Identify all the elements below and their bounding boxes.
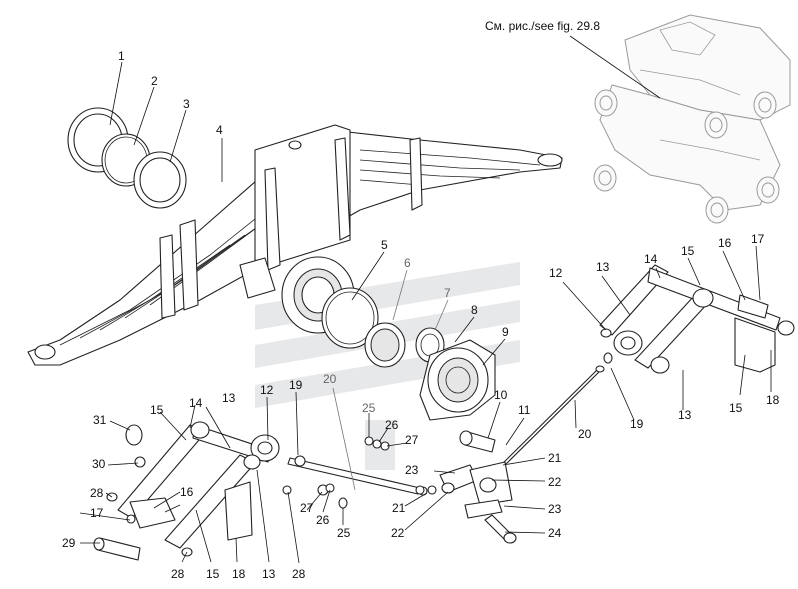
callout-12-right: 12 [549, 266, 563, 280]
callout-9: 9 [502, 325, 509, 339]
callout-24: 24 [548, 526, 562, 540]
callout-31: 31 [93, 413, 107, 427]
callout-16-right: 16 [718, 236, 732, 250]
callout-4: 4 [216, 123, 223, 137]
mounting-bracket [734, 317, 776, 373]
callout-14-right: 14 [644, 252, 658, 266]
callout-6: 6 [404, 256, 411, 270]
reference-note: См. рис./see fig. 29.8 [485, 19, 600, 33]
callout-22-left: 22 [391, 526, 405, 540]
callout-21-left: 21 [392, 501, 406, 515]
callout-18-left: 18 [232, 567, 246, 581]
callout-15-right-bottom: 15 [729, 401, 743, 415]
callout-3: 3 [183, 97, 190, 111]
callout-19-right: 19 [630, 417, 644, 431]
callout-26-lower: 26 [316, 513, 330, 527]
callout-23-right: 23 [548, 502, 562, 516]
callout-23-left: 23 [405, 463, 419, 477]
callout-20-left: 20 [323, 372, 337, 386]
callout-7: 7 [444, 286, 451, 300]
callout-labels: 1 2 3 4 5 6 7 8 9 10 11 12 13 14 15 16 1… [62, 49, 780, 581]
callout-26-upper: 26 [385, 418, 399, 432]
callout-10: 10 [494, 388, 508, 402]
callout-27-lower: 27 [300, 501, 314, 515]
callout-21-right: 21 [548, 451, 562, 465]
torque-rod-assembly-left [93, 421, 280, 561]
callout-28-center: 28 [292, 567, 306, 581]
callout-17-right: 17 [751, 232, 765, 246]
callout-17-left: 17 [90, 506, 104, 520]
callout-11: 11 [518, 403, 531, 417]
callout-15-left-bottom: 15 [206, 567, 220, 581]
long-rod-left [282, 436, 425, 509]
callout-25-lower: 25 [337, 526, 351, 540]
callout-30: 30 [92, 457, 106, 471]
callout-12-left: 12 [260, 383, 274, 397]
callout-13-left-top: 13 [222, 391, 236, 405]
callout-5: 5 [381, 238, 388, 252]
torque-rod-assembly-right [599, 264, 795, 374]
callout-14-left: 14 [189, 396, 203, 410]
callout-2: 2 [151, 74, 158, 88]
callout-16-left-a: 16 [180, 485, 194, 499]
gasket [321, 287, 379, 349]
callout-22-right: 22 [548, 475, 562, 489]
callout-15-right-top: 15 [681, 244, 695, 258]
callout-18-right: 18 [766, 393, 780, 407]
callout-27-upper: 27 [405, 433, 419, 447]
bracket [224, 481, 253, 541]
callout-13-right-bottom: 13 [678, 408, 692, 422]
callout-28-left-bottom: 28 [171, 567, 185, 581]
callout-20-right: 20 [578, 427, 592, 441]
callout-15-left-top: 15 [150, 403, 164, 417]
callout-29: 29 [62, 536, 76, 550]
leader-lines [79, 35, 772, 564]
callout-8: 8 [471, 303, 478, 317]
callout-25-upper: 25 [362, 401, 376, 415]
callout-28-left-top: 28 [90, 486, 104, 500]
callout-19-left: 19 [289, 378, 303, 392]
callout-13-left-bottom: 13 [262, 567, 276, 581]
callout-1: 1 [118, 49, 125, 63]
leaf-spring [27, 124, 563, 366]
lever-bracket-lower [418, 461, 517, 544]
callout-13-right-top: 13 [596, 260, 610, 274]
bolt [459, 430, 496, 453]
axle-housing-reference [593, 14, 791, 224]
ring-parts [67, 107, 187, 209]
hub-cover-parts [281, 256, 496, 421]
